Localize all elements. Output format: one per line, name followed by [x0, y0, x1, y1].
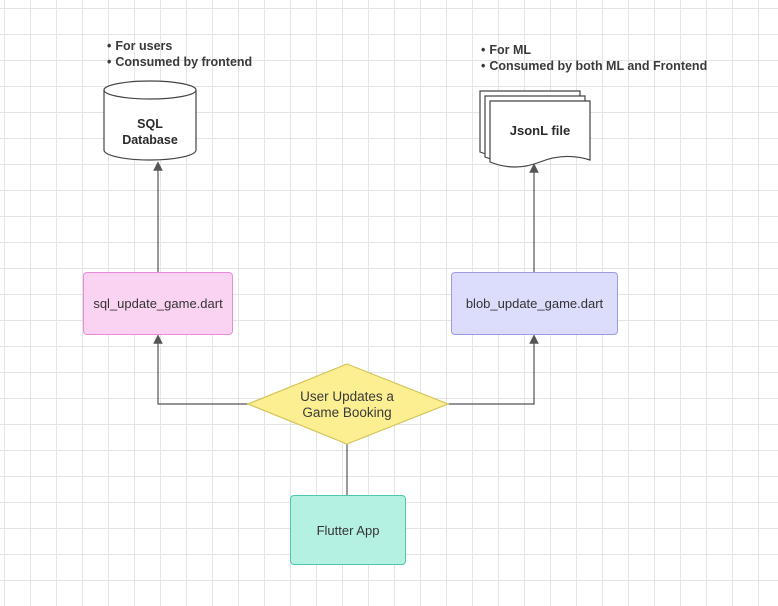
jsonl-file-label: JsonL file — [509, 123, 571, 138]
sql-database-note: For users Consumed by frontend — [107, 38, 252, 70]
sql-update-game-label: sql_update_game.dart — [93, 296, 223, 311]
flutter-app-label: Flutter App — [316, 522, 380, 538]
decision-label: User Updates a Game Booking — [300, 389, 394, 420]
blob-update-game-label: blob_update_game.dart — [465, 296, 604, 311]
edge-decision-to-sql-update — [153, 334, 248, 405]
note-item: For users — [107, 38, 252, 54]
note-item: Consumed by both ML and Frontend — [481, 58, 707, 74]
decision-diamond-shape — [246, 363, 450, 445]
jsonl-file-note: For ML Consumed by both ML and Frontend — [481, 42, 707, 74]
document-stack-shape — [479, 90, 591, 168]
flutter-app-node[interactable]: Flutter App — [290, 495, 406, 565]
note-item: Consumed by frontend — [107, 54, 252, 70]
sql-update-game-node[interactable]: sql_update_game.dart — [83, 272, 233, 335]
note-item: For ML — [481, 42, 707, 58]
blob-update-game-node[interactable]: blob_update_game.dart — [451, 272, 618, 335]
sql-database-label: SQL Database — [122, 117, 178, 147]
edge-decision-to-blob-update — [448, 334, 539, 405]
database-cylinder-shape — [103, 80, 197, 161]
